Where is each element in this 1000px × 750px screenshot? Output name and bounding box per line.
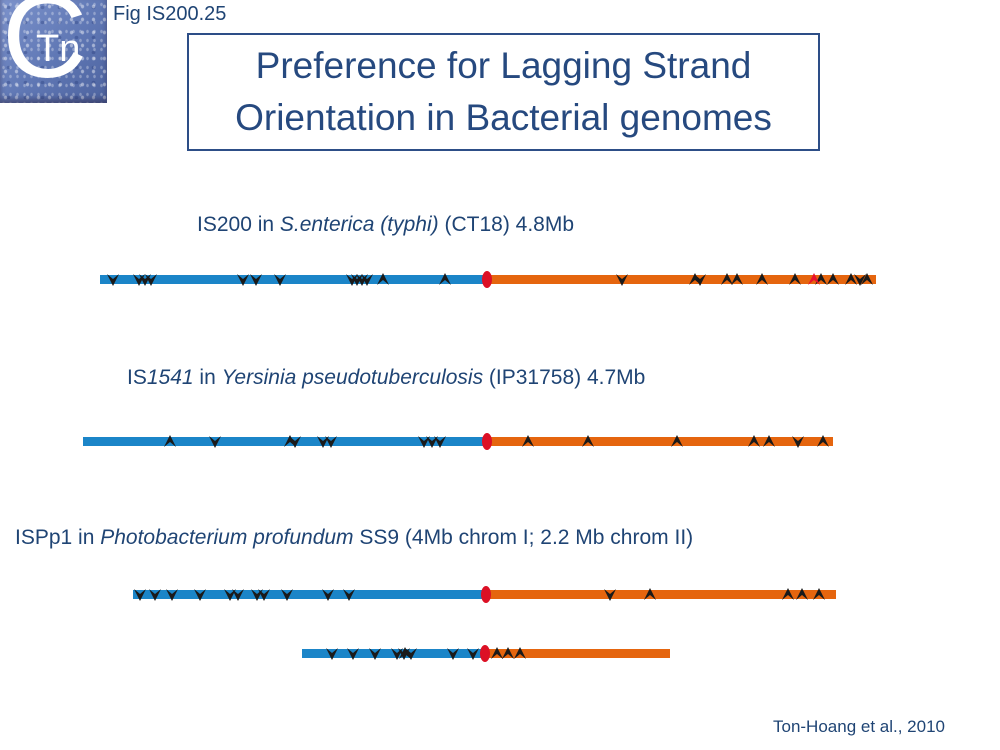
is-element-arrow-up [346,274,358,286]
replication-origin-dot [481,586,491,603]
is-element-arrow-down [813,588,825,600]
is-element-arrow-up [224,589,236,601]
is-element-arrow-down [782,588,794,600]
genome-label-part: IS [127,366,147,389]
is-element-arrow-down [796,588,808,600]
is-element-arrow-up [258,589,270,601]
is-element-arrow-up [289,436,301,448]
genome-label-part: Photobacterium profundum [100,526,354,549]
is-element-arrow-up [107,274,119,286]
is-element-arrow-up [369,648,381,660]
citation: Ton-Hoang et al., 2010 [772,717,945,736]
is-element-arrow-up [356,274,368,286]
is-element-arrow-down [644,588,656,600]
is-element-arrow-up [467,648,479,660]
chromosome-left-arm-bar [83,437,484,446]
genome-label-part: (CT18) 4.8Mb [438,213,575,236]
is-element-arrow-down [377,273,389,285]
is-element-arrow-up [361,274,373,286]
genome-label: IS1541 in Yersinia pseudotuberculosis (I… [127,366,645,390]
genome-label-part: IS200 in [197,213,280,236]
genome-label-part: SS9 (4Mb chrom I; 2.2 Mb chrom II) [353,526,694,549]
chromosome-left-arm-bar [100,275,484,284]
is-element-arrow-up [317,436,329,448]
genome-label-part: ISPp1 in [15,526,101,549]
genome-label-part: S.enterica (typhi) [279,213,439,236]
is-element-arrow-up [149,589,161,601]
is-element-arrow-up [604,589,616,601]
is-element-arrow-down [817,435,829,447]
is-element-arrow-up [250,274,262,286]
is-element-arrow-down [491,647,503,659]
is-element-arrow-up [347,648,359,660]
replication-origin-dot [480,645,490,662]
chromosome-right-arm-bar [488,649,670,658]
chromosome-right-arm-bar [490,437,833,446]
title-box: Preference for Lagging Strand Orientatio… [187,33,820,151]
genome-label-part: (IP31758) 4.7Mb [483,366,646,389]
is-element-arrow-up [237,274,249,286]
is-element-arrow-up [326,648,338,660]
figure-number: Fig IS200.25 [113,3,227,25]
title-line-1: Preference for Lagging Strand [255,45,752,86]
is-element-arrow-down [721,273,733,285]
is-element-arrow-down [582,435,594,447]
is-element-arrow-down [671,435,683,447]
is-element-arrow-down [845,273,857,285]
chromosome-right-arm-bar [490,275,876,284]
is-element-arrow-up [281,589,293,601]
is-element-arrow-down [164,435,176,447]
is-element-arrow-up [232,589,244,601]
is-element-arrow-up [792,436,804,448]
is-element-arrow-down [502,647,514,659]
logo-tn-label: Tn [36,28,81,70]
chromosome-left-arm-bar [302,649,482,658]
is-element-arrow-up [351,274,363,286]
is-element-arrow-up [694,274,706,286]
replication-origin-dot [482,271,492,288]
is-element-arrow-up [343,589,355,601]
genome-label: ISPp1 in Photobacterium profundum SS9 (4… [15,526,693,550]
is-element-arrow-down [748,435,760,447]
is-element-arrow-down [763,435,775,447]
is-element-arrow-up [418,436,430,448]
is-element-arrow-down [789,273,801,285]
is-element-arrow-down [514,647,526,659]
is-element-arrow-down [756,273,768,285]
is-element-arrow-up [854,274,866,286]
is-element-arrow-up [434,436,446,448]
is-element-arrow-up [447,648,459,660]
logo-ring-c: C [2,0,88,103]
is-element-arrow-up [325,436,337,448]
is-element-arrow-down [731,273,743,285]
genome-label-part: in [193,366,222,389]
genome-label-part: 1541 [146,366,194,389]
genome-label-part: Yersinia pseudotuberculosis [221,366,484,389]
ctn-logo: C Tn [0,0,107,103]
is-element-arrow-up [274,274,286,286]
chromosome-left-arm-bar [133,590,483,599]
is-element-arrow-up [616,274,628,286]
is-element-arrow-up [166,589,178,601]
is-element-arrow-up [405,648,417,660]
is-element-arrow-down-red [808,273,820,285]
is-element-arrow-up [426,436,438,448]
is-element-arrow-down [861,273,873,285]
is-element-arrow-down [439,273,451,285]
is-element-arrow-down [827,273,839,285]
is-element-arrow-up [322,589,334,601]
is-element-arrow-up [194,589,206,601]
is-element-arrow-up [134,589,146,601]
is-element-arrow-up [209,436,221,448]
genome-label: IS200 in S.enterica (typhi) (CT18) 4.8Mb [197,213,574,237]
title-line-2: Orientation in Bacterial genomes [235,97,772,138]
is-element-arrow-up [145,274,157,286]
chromosome-right-arm-bar [489,590,836,599]
is-element-arrow-down [522,435,534,447]
replication-origin-dot [482,433,492,450]
